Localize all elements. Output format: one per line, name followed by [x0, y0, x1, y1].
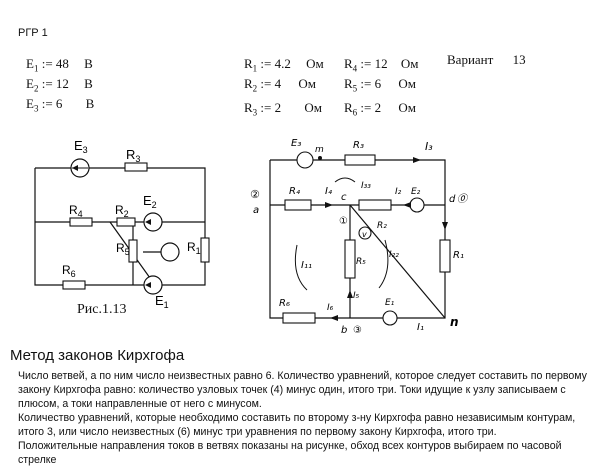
svg-text:n: n — [450, 315, 459, 329]
svg-text:I₁₁: I₁₁ — [301, 260, 312, 271]
svg-text:v: v — [362, 230, 367, 239]
resistor-r4 — [69, 217, 93, 227]
param-r5: R5 := 6 Ом — [344, 76, 416, 94]
param-r3: R3 := 2 Ом — [244, 100, 322, 118]
svg-text:E₂: E₂ — [411, 187, 421, 197]
variant-label: Вариант — [447, 52, 494, 67]
variant: Вариант 13 — [447, 52, 526, 68]
param-e1: E1 := 48 В — [26, 56, 93, 74]
param-e2: E2 := 12 В — [26, 76, 93, 94]
label-r1: R1 — [187, 240, 201, 256]
svg-text:I₁: I₁ — [417, 322, 424, 333]
svg-text:③: ③ — [353, 325, 362, 335]
paragraph-3: Положительные направления токов в ветвях… — [18, 440, 562, 466]
svg-text:R₂: R₂ — [377, 221, 387, 231]
source-e1 — [143, 275, 163, 295]
label-e1: E1 — [155, 293, 169, 310]
meter-circle — [160, 242, 180, 262]
resistor-r2 — [116, 217, 136, 227]
label-r5: R5 — [116, 241, 130, 257]
param-r1: R1 := 4.2 Ом — [244, 56, 324, 74]
label-r6: R6 — [62, 263, 76, 279]
svg-text:I₃: I₃ — [425, 140, 433, 153]
svg-text:I₆: I₆ — [327, 303, 334, 313]
svg-text:①: ① — [339, 216, 348, 227]
svg-text:R₆: R₆ — [279, 298, 290, 309]
variant-number: 13 — [512, 52, 526, 67]
svg-text:I₂₂: I₂₂ — [389, 250, 399, 260]
resistor-r3 — [124, 162, 148, 172]
circuit-frame — [34, 167, 206, 286]
svg-text:I₄: I₄ — [325, 186, 332, 197]
svg-text:R₃: R₃ — [353, 140, 364, 151]
svg-text:R₄: R₄ — [289, 186, 300, 197]
svg-text:E₃: E₃ — [291, 138, 301, 149]
annotated-circuit-diagram: E₃ m R₃ I₃ ② a R₄ I₄ c I₃₃ I₂ E₂ d ⓪ ① v… — [250, 138, 469, 335]
svg-text:a: a — [253, 205, 259, 216]
svg-text:I₂: I₂ — [395, 187, 402, 197]
svg-text:b: b — [341, 325, 347, 335]
source-e2 — [143, 212, 163, 232]
resistor-r5 — [128, 239, 138, 263]
svg-text:E₁: E₁ — [385, 298, 395, 308]
paragraph-1: Число ветвей, а по ним число неизвестных… — [18, 370, 587, 410]
section-heading: Метод законов Кирхгофа — [10, 347, 185, 364]
paragraph-2: Количество уравнений, которые необходимо… — [18, 412, 576, 438]
circuit-diagram: E3 R3 E2 R4 R2 R5 R1 R6 E1 — [34, 138, 210, 310]
label-r4: R4 — [69, 203, 83, 219]
svg-text:I₅: I₅ — [353, 291, 360, 301]
param-r2: R2 := 4 Ом — [244, 76, 316, 94]
label-e3: E3 — [74, 138, 88, 155]
param-e3: E3 := 6 В — [26, 96, 95, 114]
svg-text:I₃₃: I₃₃ — [361, 181, 371, 191]
svg-text:m: m — [315, 145, 324, 155]
resistor-r6 — [62, 280, 86, 290]
param-r6: R6 := 2 Ом — [344, 100, 416, 118]
svg-text:R₅: R₅ — [356, 257, 366, 267]
svg-text:②: ② — [250, 188, 260, 201]
svg-text:R₁: R₁ — [453, 250, 464, 261]
param-r4: R4 := 12 Ом — [344, 56, 419, 74]
label-r3: R3 — [126, 147, 140, 164]
svg-text:⓪: ⓪ — [457, 193, 469, 205]
document-title: РГР 1 — [18, 27, 48, 39]
svg-text:c: c — [341, 192, 347, 203]
figure-caption: Рис.1.13 — [77, 302, 127, 317]
label-e2: E2 — [143, 193, 157, 210]
label-r2: R2 — [115, 203, 129, 219]
svg-text:d: d — [449, 194, 456, 205]
resistor-r1 — [200, 237, 210, 263]
